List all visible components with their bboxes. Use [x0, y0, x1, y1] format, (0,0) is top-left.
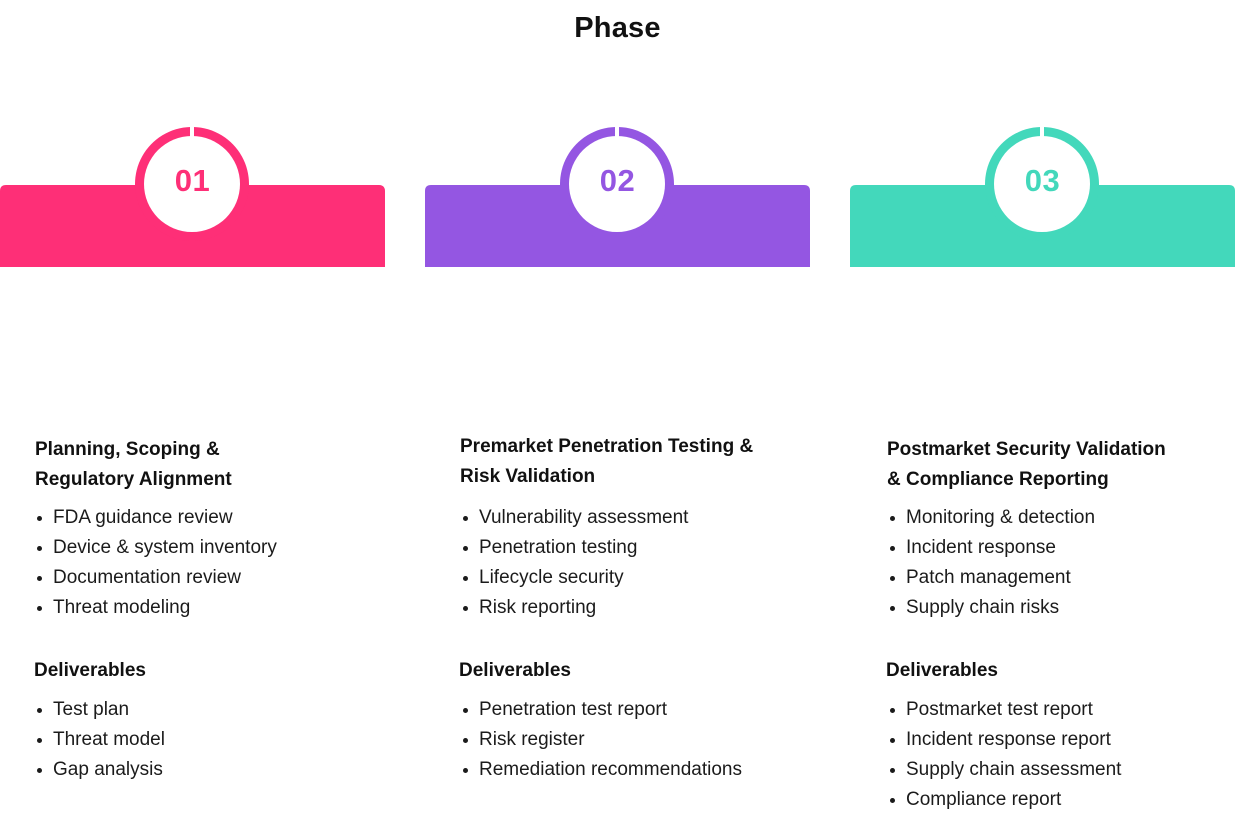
phase-column-2: 02 Premarket Penetration Testing & Risk …	[425, 125, 810, 780]
list-item: Gap analysis	[34, 755, 165, 785]
deliverable-list-2: Penetration test report Risk register Re…	[460, 695, 742, 785]
phase-column-1: 01 Planning, Scoping & Regulatory Alignm…	[0, 125, 385, 780]
phase-banner-1	[0, 125, 385, 267]
phase-banner-3	[850, 125, 1235, 267]
phase-header-3: 03	[850, 125, 1235, 270]
phase-heading-1: Planning, Scoping & Regulatory Alignment	[35, 435, 380, 495]
list-item: Penetration testing	[460, 533, 688, 563]
phase-number-1: 01	[174, 163, 211, 198]
list-item: Test plan	[34, 695, 165, 725]
phase-heading-line: Postmarket Security Validation	[887, 439, 1166, 460]
deliverable-list-3: Postmarket test report Incident response…	[887, 695, 1121, 815]
deliverables-heading-1: Deliverables	[34, 660, 146, 681]
list-item: Risk reporting	[460, 593, 688, 623]
phase-number-2: 02	[599, 163, 636, 198]
phase-header-1: 01	[0, 125, 385, 270]
activity-list-3: Monitoring & detection Incident response…	[887, 503, 1095, 623]
list-item: Incident response	[887, 533, 1095, 563]
deliverables-heading-2: Deliverables	[459, 660, 571, 681]
phase-heading-line: Premarket Penetration Testing &	[460, 436, 754, 457]
phase-heading-line: Risk Validation	[460, 466, 596, 487]
phase-column-3: 03 Postmarket Security Validation & Comp…	[850, 125, 1235, 810]
deliverable-list-1: Test plan Threat model Gap analysis	[34, 695, 165, 785]
phase-banner-2	[425, 125, 810, 267]
list-item: Threat model	[34, 725, 165, 755]
list-item: Penetration test report	[460, 695, 742, 725]
activity-list-1: FDA guidance review Device & system inve…	[34, 503, 277, 623]
phase-header-2: 02	[425, 125, 810, 270]
list-item: Patch management	[887, 563, 1095, 593]
phase-heading-2: Premarket Penetration Testing & Risk Val…	[460, 432, 805, 492]
list-item: Supply chain risks	[887, 593, 1095, 623]
phase-heading-line: & Compliance Reporting	[887, 469, 1109, 490]
list-item: Postmarket test report	[887, 695, 1121, 725]
list-item: Risk register	[460, 725, 742, 755]
list-item: Lifecycle security	[460, 563, 688, 593]
list-item: Vulnerability assessment	[460, 503, 688, 533]
list-item: Documentation review	[34, 563, 277, 593]
list-item: Remediation recommendations	[460, 755, 742, 785]
phase-number-3: 03	[1024, 163, 1061, 198]
list-item: Monitoring & detection	[887, 503, 1095, 533]
list-item: Threat modeling	[34, 593, 277, 623]
list-item: FDA guidance review	[34, 503, 277, 533]
phase-heading-line: Planning, Scoping &	[35, 439, 220, 460]
list-item: Supply chain assessment	[887, 755, 1121, 785]
list-item: Incident response report	[887, 725, 1121, 755]
list-item: Device & system inventory	[34, 533, 277, 563]
list-item: Compliance report	[887, 785, 1121, 815]
deliverables-heading-3: Deliverables	[886, 660, 998, 681]
page-title: Phase	[574, 12, 661, 44]
phase-heading-3: Postmarket Security Validation & Complia…	[887, 435, 1232, 495]
phase-heading-line: Regulatory Alignment	[35, 469, 232, 490]
activity-list-2: Vulnerability assessment Penetration tes…	[460, 503, 688, 623]
